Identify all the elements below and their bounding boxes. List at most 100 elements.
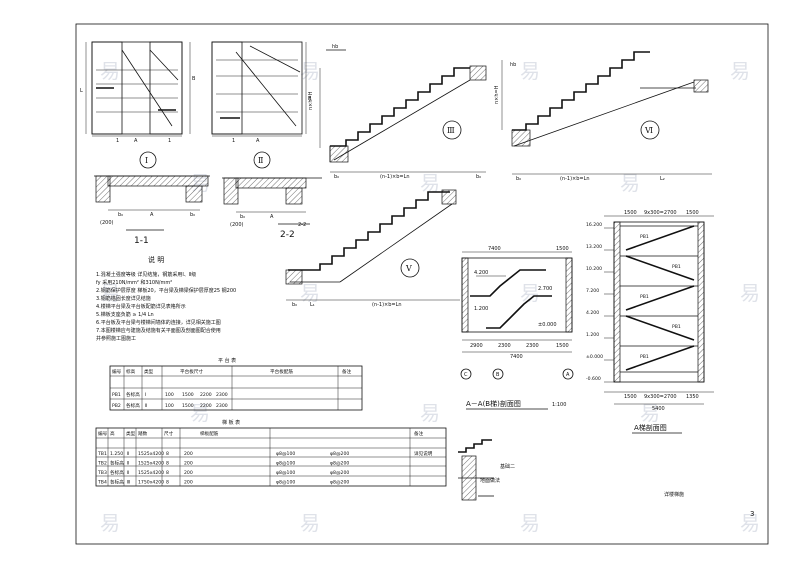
section-aa-scale: 1:100 — [552, 402, 566, 408]
plan-view-2: 1 A B — [211, 41, 312, 144]
note-line: 6.平台板及平台梁与楼梯间墙体的连接，详见相关施工图 — [96, 319, 221, 326]
plan-view-1: 1 A 1 L B — [80, 41, 196, 144]
stair-table-header: 高 — [110, 430, 115, 437]
stair-table-cell: 200 — [184, 470, 193, 476]
aa-dim-bot-2: 2300 — [498, 343, 511, 349]
stair-table-cell: 8 — [166, 451, 169, 457]
svg-text:b₀: b₀ — [516, 176, 521, 182]
stair-elevation-V: b₀ L₁ (n-1)×b=Ln Ⅴ 2-2 — [285, 189, 460, 308]
stair-V-marker: Ⅴ — [405, 264, 412, 273]
svg-text:A: A — [270, 214, 274, 220]
svg-text:b₀: b₀ — [334, 174, 339, 180]
watermark-glyph: 易 — [420, 171, 440, 195]
stair-table-cell: φ8@100 — [276, 461, 295, 467]
stair-table-cell: φ8@100 — [276, 451, 295, 457]
section-1-1-title: 1-1 — [134, 236, 149, 246]
detail-label: 基础二 — [500, 463, 515, 470]
stair-table-cell: TB1 — [97, 451, 107, 457]
a-dim-bot-2: 9x300=2700 — [644, 394, 677, 400]
a-dim-top-1: 1500 — [624, 210, 637, 216]
sheet-border — [75, 23, 769, 545]
watermark-glyph: 易 — [620, 171, 640, 195]
stair-table-cell: 1525x4200 — [138, 461, 164, 467]
aa-axis-b: B — [496, 372, 500, 378]
aa-level-1: 4.200 — [474, 270, 488, 276]
section-II-detail: Ⅱ b₀ A (200) 2-2 — [222, 151, 322, 240]
svg-text:hb: hb — [332, 44, 338, 50]
svg-text:A: A — [150, 212, 154, 218]
level-label: -0.600 — [586, 376, 601, 382]
svg-text:B: B — [308, 96, 312, 102]
watermark-glyph: 易 — [300, 511, 320, 535]
svg-text:1: 1 — [116, 138, 119, 144]
svg-text:2-2: 2-2 — [298, 222, 306, 228]
svg-text:L₁: L₁ — [310, 302, 315, 308]
level-label: ±0.000 — [586, 354, 603, 360]
level-label: 10.200 — [586, 266, 602, 272]
watermark-layer: 易易易易易易易易易易易易易易易易易易 — [100, 59, 760, 535]
platform-table-cell: 2300 — [216, 392, 228, 398]
aa-dim-bot-1: 2900 — [470, 343, 483, 349]
section-I-marker: Ⅰ — [145, 156, 148, 165]
section-II-marker: Ⅱ — [258, 156, 263, 165]
stair-table-cell: 1525x4200 — [138, 470, 164, 476]
level-label: 1.200 — [586, 332, 599, 338]
watermark-glyph: 易 — [740, 281, 760, 305]
note-line: 并参照施工图施工 — [96, 335, 136, 342]
a-dim-top-3: 1500 — [686, 210, 699, 216]
flight-label: PB1 — [640, 294, 649, 300]
stair-flight — [625, 345, 695, 371]
note-line: 5.梯板支座负筋 ≥ 1/4 Ln — [96, 311, 154, 318]
aa-level-4: ±0.000 — [538, 322, 557, 328]
platform-table-cell: Ⅱ — [145, 403, 147, 409]
note-line: 2.钢筋保护层厚度 梯板20，平台梁及梯梁保护层厚度25 钢200 — [96, 287, 236, 294]
stair-flight — [625, 225, 695, 251]
svg-text:(200): (200) — [100, 220, 113, 226]
watermark-glyph: 易 — [740, 511, 760, 535]
stair-table-cell: Ⅱ — [127, 470, 129, 476]
stair-table-cell: φ8@100 — [276, 470, 295, 476]
aa-level-3: 1.200 — [474, 306, 488, 312]
stair-elevation-III: b₀ (n-1)×b=Ln b₀ n×h=H Ⅲ hb — [308, 44, 487, 180]
svg-text:b₀: b₀ — [190, 212, 195, 218]
stair-table-cell: 8 — [166, 461, 169, 467]
note-line: 7.本图楼梯应与建施及结施有关平面图及剖面图配合使用 — [96, 327, 221, 334]
svg-text:hb: hb — [510, 62, 516, 68]
platform-table-cell: 1500 — [182, 403, 194, 409]
svg-text:(n-1)×b=Ln: (n-1)×b=Ln — [380, 174, 410, 180]
platform-table-header: 类型 — [144, 368, 154, 375]
svg-text:(200): (200) — [230, 222, 243, 228]
platform-table-cell: 2200 — [200, 403, 212, 409]
level-label: 7.200 — [586, 288, 599, 294]
stair-table-cell: TB2 — [97, 461, 107, 467]
aa-dim-top-2: 1500 — [556, 246, 569, 252]
aa-dim-total: 7400 — [510, 354, 523, 360]
watermark-glyph: 易 — [100, 59, 120, 83]
watermark-glyph: 易 — [520, 281, 540, 305]
stair-table-cell: Ⅱ — [127, 461, 129, 467]
note-line: 3.钢筋锚固长度详见结施 — [96, 295, 151, 302]
a-dim-bot-3: 1350 — [686, 394, 699, 400]
svg-text:B: B — [192, 76, 196, 82]
platform-table-header: 平台板配筋 — [270, 368, 293, 375]
stair-table-cell: 各标高 — [110, 460, 124, 467]
aa-dim-bot-3: 2300 — [526, 343, 539, 349]
flight-label: PB1 — [640, 354, 649, 360]
svg-text:n×h=H: n×h=H — [494, 85, 500, 104]
watermark-glyph: 易 — [420, 401, 440, 425]
watermark-glyph: 易 — [190, 401, 210, 425]
watermark-glyph: 易 — [100, 511, 120, 535]
svg-text:b₀: b₀ — [292, 302, 297, 308]
aa-axis-a: A — [566, 372, 570, 378]
stair-table-cell: 详见说明 — [414, 450, 433, 457]
svg-text:L: L — [80, 88, 83, 94]
svg-text:b₀: b₀ — [118, 212, 123, 218]
design-notes: 说 明 1.混凝土强度等级 详见结施，钢筋采用Ⅰ、Ⅱ级 fy 采用210N/mm… — [96, 255, 236, 342]
platform-table-header: 备注 — [342, 368, 352, 375]
stair-table-cell: 8 — [166, 470, 169, 476]
aa-dim-bot-4: 1500 — [556, 343, 569, 349]
stair-flight — [625, 255, 695, 281]
